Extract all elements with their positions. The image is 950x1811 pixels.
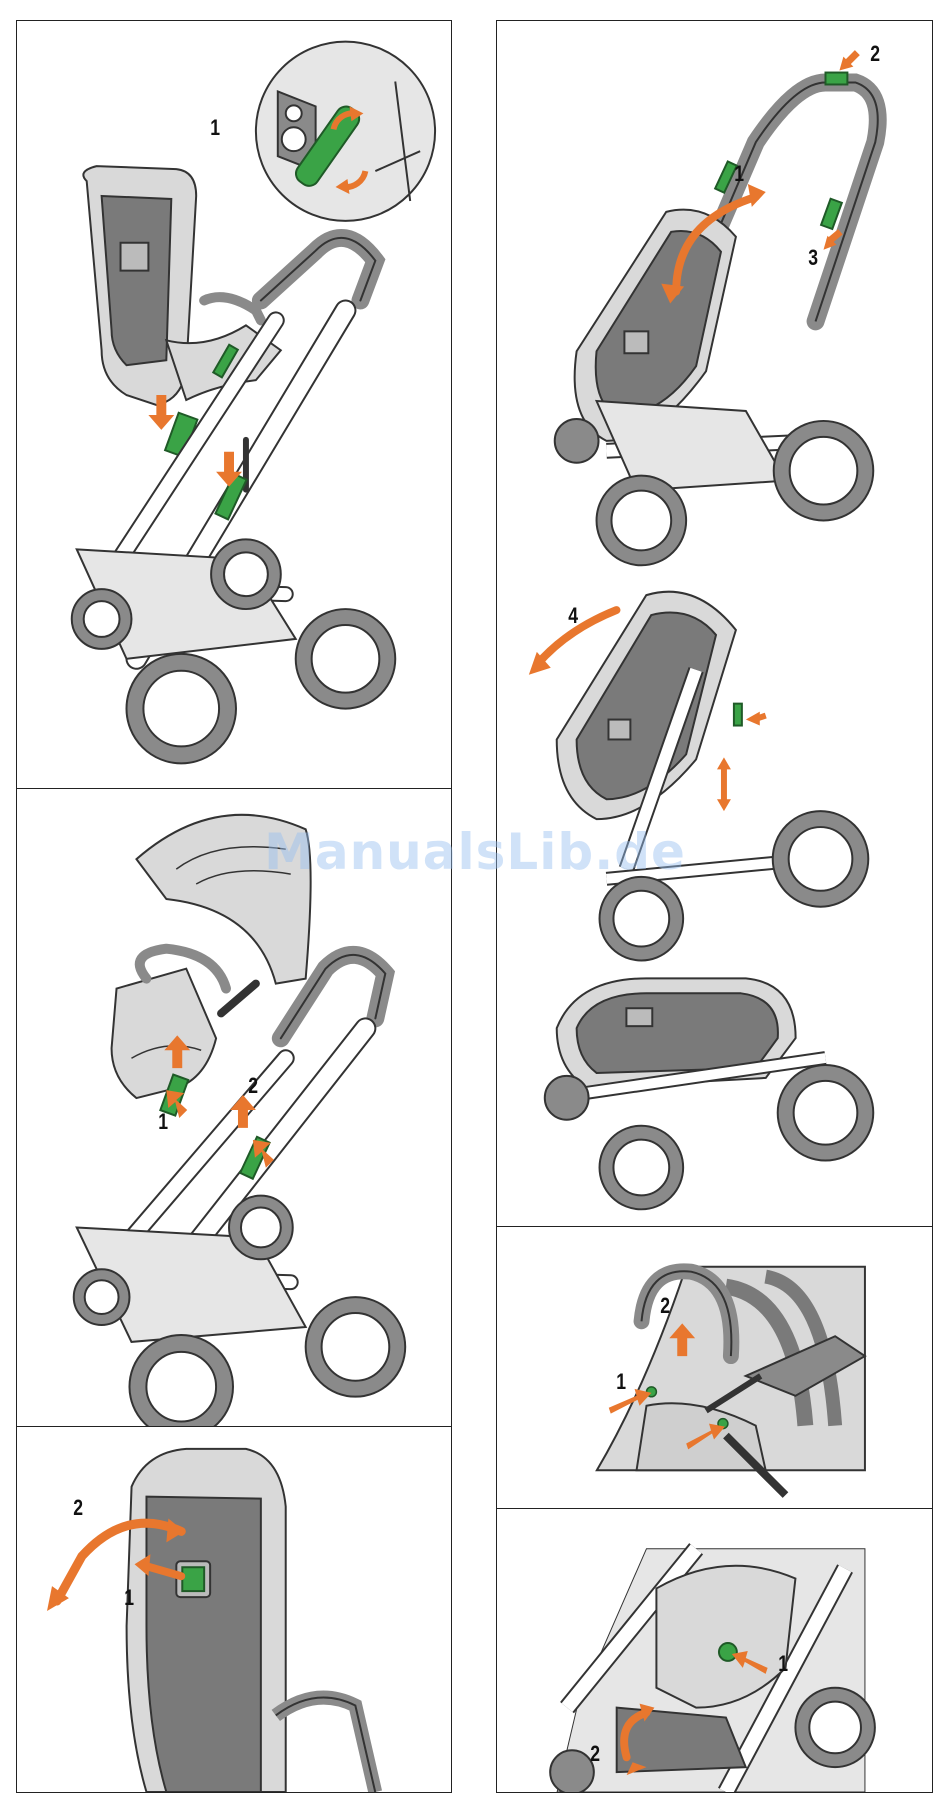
seat-back (127, 1449, 376, 1792)
panel-bumper-bar: 2 1 (496, 1226, 933, 1510)
step-label-2: 2 (248, 1075, 258, 1097)
seat-unit (83, 166, 280, 457)
step-label-1: 1 (158, 1111, 168, 1133)
fold-illustration (497, 21, 932, 1227)
panel-attach-seat: 1 (16, 20, 452, 790)
panel-raise-seat: 1 2 (16, 788, 452, 1428)
raise-seat-illustration (17, 789, 451, 1427)
step-label-1: 1 (124, 1587, 134, 1609)
panel-recline: 1 2 (496, 1508, 933, 1793)
fold-stage-3-folded (545, 978, 873, 1209)
step-label-1: 1 (778, 1653, 788, 1675)
step-label-1: 1 (210, 117, 220, 139)
step-label-1: 1 (734, 163, 744, 185)
step-label-2: 2 (660, 1295, 670, 1317)
step-label-1: 1 (616, 1371, 626, 1393)
recline-illustration (497, 1509, 932, 1792)
panel-canopy: 2 1 (16, 1426, 452, 1793)
panel-fold: 2 1 3 4 (496, 20, 933, 1228)
step-label-3: 3 (808, 247, 818, 269)
attach-seat-illustration (17, 21, 451, 789)
bumper-bar-illustration (497, 1227, 932, 1509)
fold-stage-2 (529, 592, 868, 961)
step-label-2: 2 (73, 1497, 83, 1519)
step-label-2: 2 (590, 1743, 600, 1765)
step-label-2: 2 (870, 43, 880, 65)
adapter-detail-inset (256, 42, 435, 221)
canopy-illustration (17, 1427, 451, 1792)
step-label-4: 4 (568, 605, 578, 627)
fold-stage-1 (555, 53, 878, 566)
